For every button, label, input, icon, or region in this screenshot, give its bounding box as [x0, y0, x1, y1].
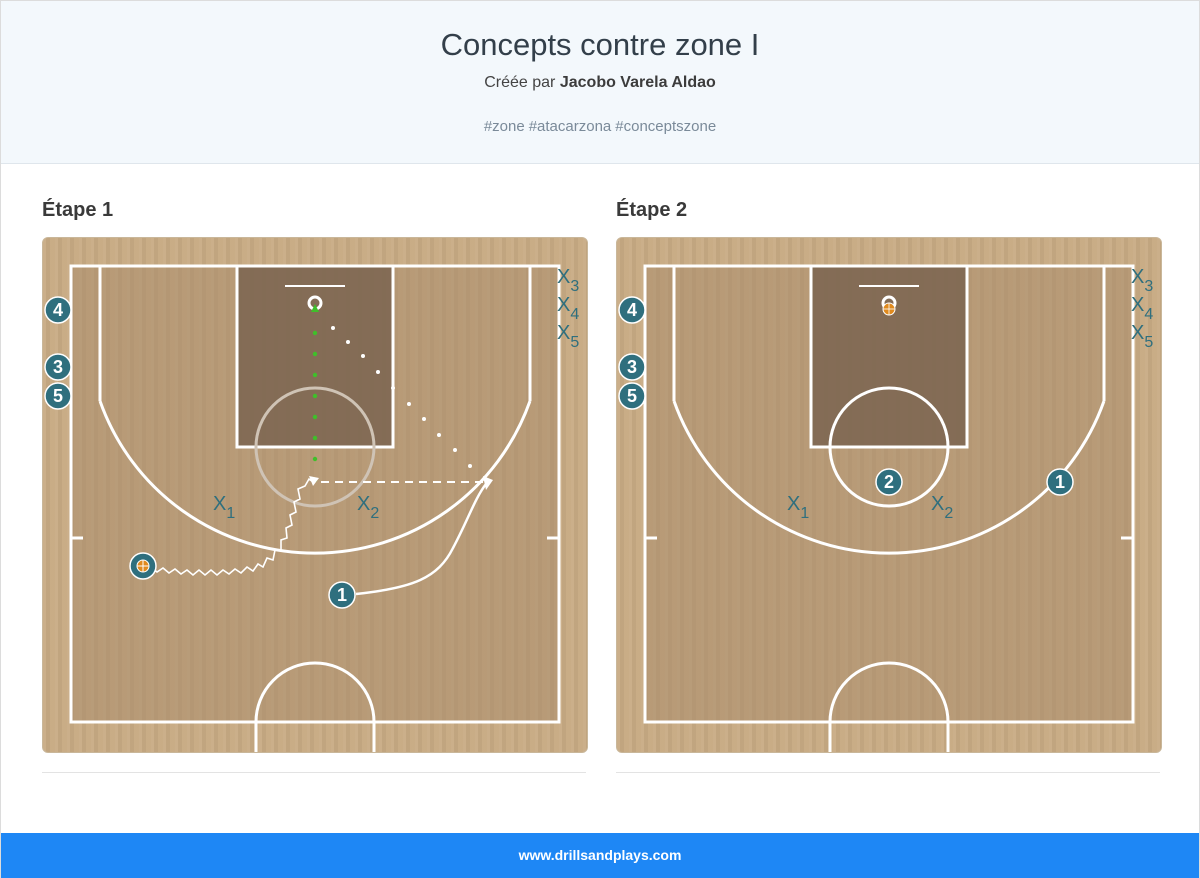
- offense-player[interactable]: 4: [44, 296, 72, 324]
- free-throw-circle: [254, 386, 376, 508]
- offense-player[interactable]: 1: [1046, 468, 1074, 496]
- footer-link[interactable]: www.drillsandplays.com: [518, 847, 682, 863]
- step-2-divider: [616, 772, 1160, 773]
- svg-text:4: 4: [53, 300, 63, 320]
- offense-player[interactable]: 1: [328, 581, 356, 609]
- free-throw-circle: [828, 386, 950, 508]
- tag-link[interactable]: #atacarzona: [528, 118, 612, 135]
- court-lines: [643, 264, 1135, 752]
- offense-player[interactable]: 5: [44, 382, 72, 410]
- cut-arrowhead: [483, 476, 493, 490]
- pass-line-green: [311, 304, 319, 483]
- page-title: Concepts contre zone I: [440, 27, 760, 62]
- offense-player[interactable]: 4: [618, 296, 646, 324]
- cut-path: [355, 483, 487, 596]
- svg-text:2: 2: [884, 472, 894, 492]
- basketball-icon[interactable]: [129, 552, 157, 580]
- court-diagram-step-2: 4 3 5 2 1 X1 X2 X3 X4 X5: [616, 237, 1162, 753]
- author-name[interactable]: Jacobo Varela Aldao: [559, 74, 716, 91]
- author-prefix: Créée par: [484, 74, 556, 91]
- svg-text:3: 3: [627, 357, 637, 377]
- paint-area: [237, 266, 393, 447]
- step-1-divider: [42, 772, 586, 773]
- svg-text:1: 1: [1055, 472, 1065, 492]
- author-line: Créée par Jacobo Varela Aldao: [1, 74, 1199, 92]
- offense-player[interactable]: 2: [875, 468, 903, 496]
- offense-player[interactable]: 3: [618, 353, 646, 381]
- svg-text:5: 5: [53, 386, 63, 406]
- step-1-title: Étape 1: [42, 199, 114, 221]
- tag-list: #zone#atacarzona#conceptszone: [1, 118, 1199, 135]
- offense-player[interactable]: 3: [44, 353, 72, 381]
- court-lines: [69, 264, 561, 752]
- tag-link[interactable]: #zone: [483, 118, 525, 135]
- basketball-icon: [882, 302, 896, 316]
- step-2-title: Étape 2: [616, 199, 688, 221]
- svg-text:5: 5: [627, 386, 637, 406]
- dribble-path: [150, 477, 314, 577]
- offense-player[interactable]: 5: [618, 382, 646, 410]
- court-diagram-step-1: 4 3 5 1 X1 X2 X3: [42, 237, 588, 753]
- dribble-arrowhead: [309, 476, 319, 486]
- svg-text:3: 3: [53, 357, 63, 377]
- site-footer: www.drillsandplays.com: [1, 833, 1199, 878]
- svg-text:4: 4: [627, 300, 637, 320]
- svg-text:1: 1: [337, 585, 347, 605]
- pass-line-white: [331, 326, 472, 468]
- tag-link[interactable]: #conceptszone: [615, 118, 717, 135]
- page-header: Concepts contre zone I Créée par Jacobo …: [1, 1, 1199, 164]
- paint-area: [811, 266, 967, 447]
